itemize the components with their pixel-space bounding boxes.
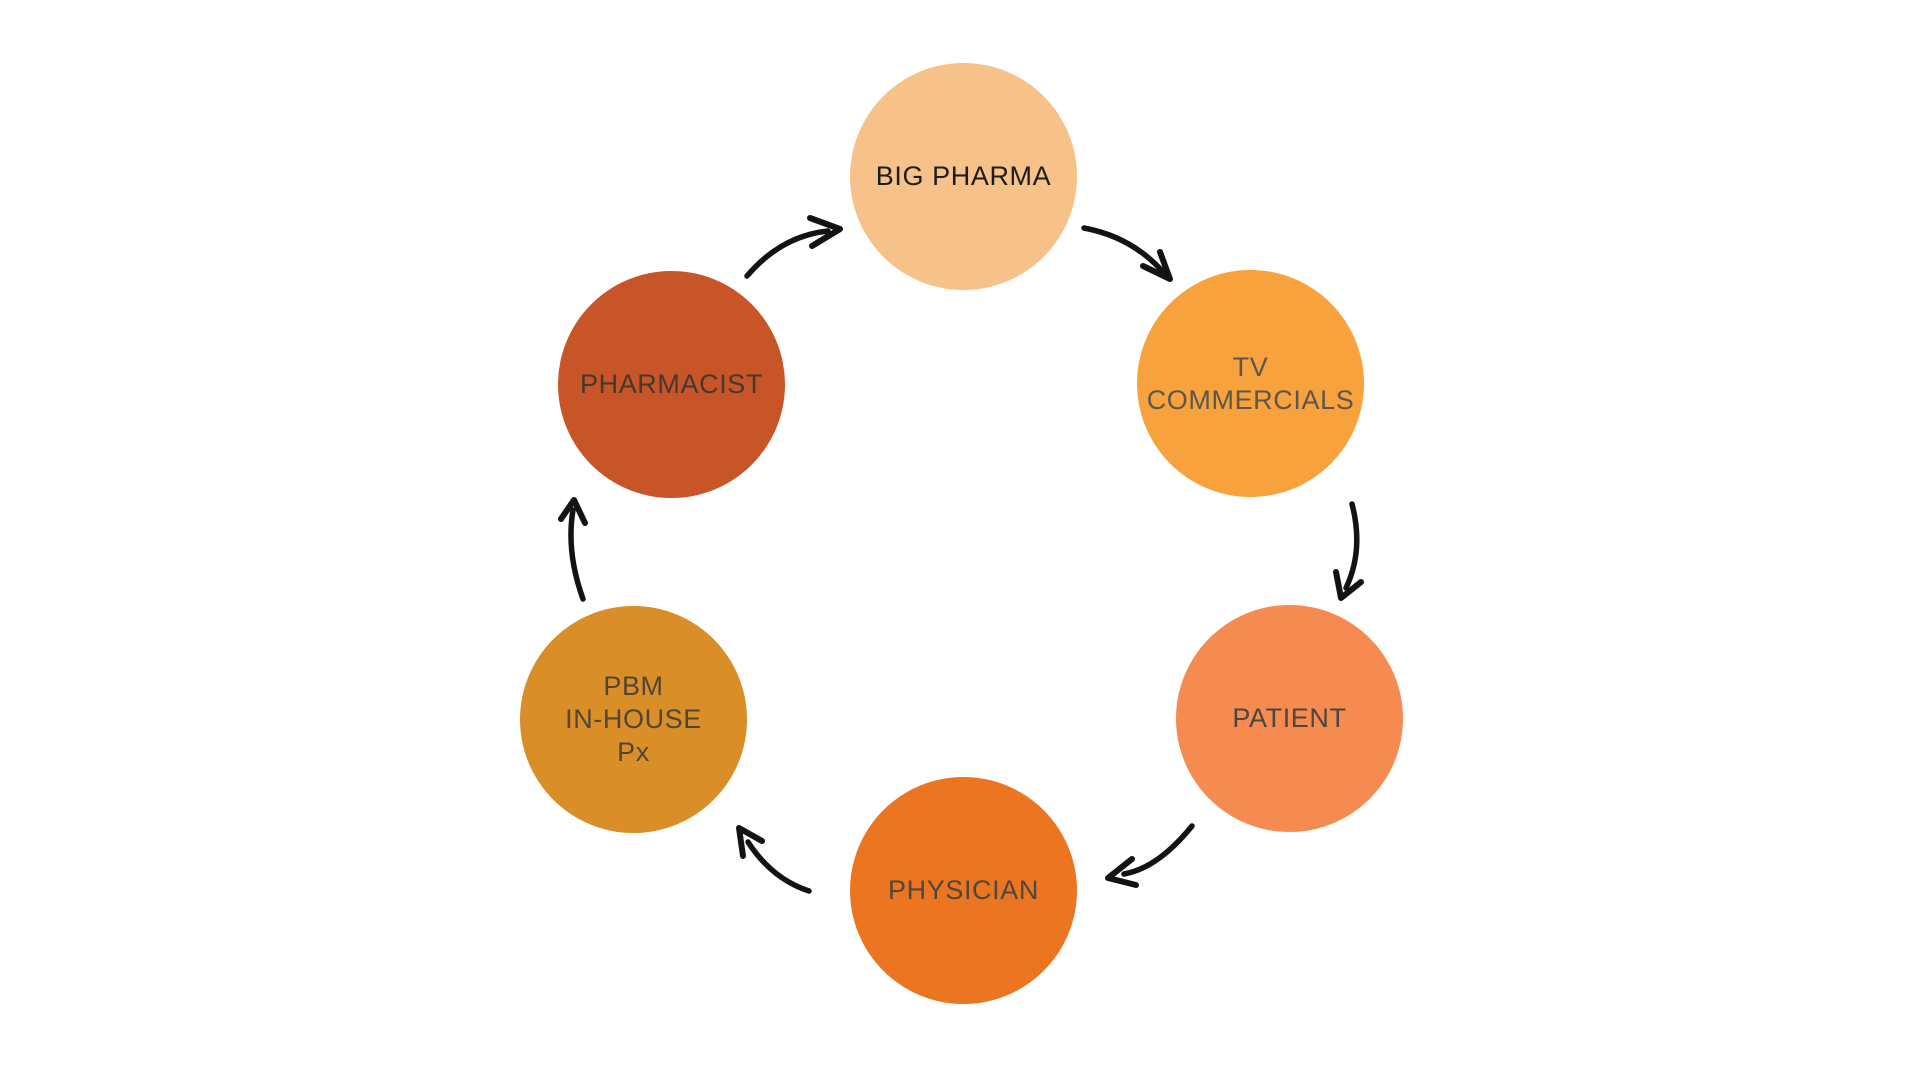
node-big-pharma-label: BIG PHARMA <box>875 161 1052 191</box>
arrow-physician-to-pbm <box>736 825 812 894</box>
node-physician: PHYSICIAN <box>850 777 1077 1004</box>
arrow-tv-commercials-to-patient <box>1333 501 1364 601</box>
arrow-pharmacist-to-big-pharma <box>744 215 843 279</box>
node-pbm-in-house-px-label: PBM IN-HOUSE Px <box>565 671 702 767</box>
node-tv-commercials-label: TV COMMERCIALS <box>1146 351 1355 415</box>
node-physician-label: PHYSICIAN <box>888 875 1039 905</box>
node-pharmacist-label: PHARMACIST <box>579 369 764 399</box>
node-tv-commercials: TV COMMERCIALS <box>1137 270 1364 497</box>
node-patient-label: PATIENT <box>1232 703 1347 733</box>
node-big-pharma: BIG PHARMA <box>850 63 1077 290</box>
node-pharmacist: PHARMACIST <box>558 271 785 498</box>
node-patient: PATIENT <box>1176 605 1403 832</box>
node-pbm-in-house-px: PBM IN-HOUSE Px <box>520 606 747 833</box>
arrow-big-pharma-to-tv-commercials <box>1081 225 1173 282</box>
arrow-pbm-to-pharmacist <box>558 497 588 602</box>
arrow-patient-to-physician <box>1105 823 1195 888</box>
